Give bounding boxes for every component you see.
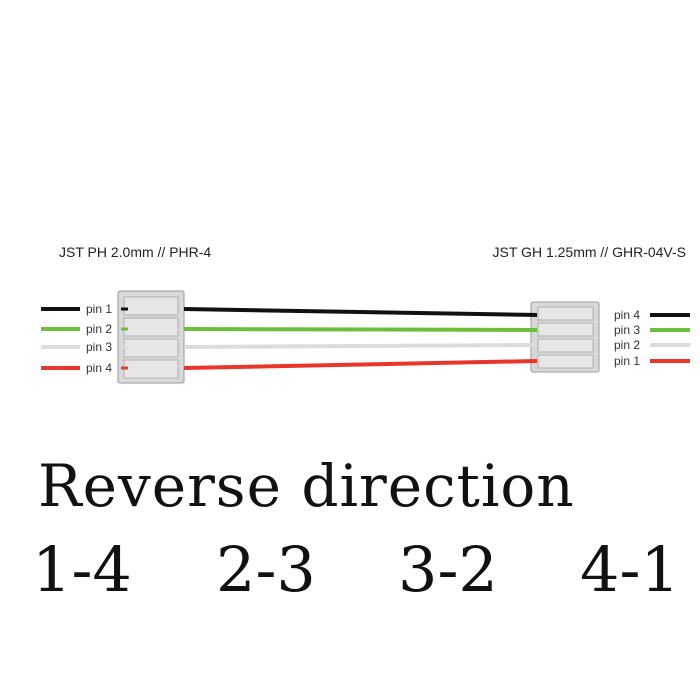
left-connector-housing bbox=[117, 290, 185, 384]
pin-mapping-1: 1-4 bbox=[32, 533, 132, 606]
wire-black bbox=[183, 307, 538, 317]
wire-green bbox=[183, 327, 538, 332]
left-label-pin-2: pin 2 bbox=[86, 322, 112, 336]
right-label-pin-3: pin 3 bbox=[614, 323, 640, 337]
wire-layer bbox=[41, 307, 690, 370]
right-connector-title: JST GH 1.25mm // GHR-04V-S bbox=[492, 244, 686, 260]
wire-red bbox=[183, 359, 538, 370]
pin-mapping-row: 1-4 2-3 3-2 4-1 bbox=[32, 533, 692, 613]
caption-reverse-direction: Reverse direction bbox=[38, 452, 575, 520]
left-label-pin-4: pin 4 bbox=[86, 361, 112, 375]
right-connector-housing bbox=[530, 301, 600, 373]
right-label-pin-4: pin 4 bbox=[614, 308, 640, 322]
wire-white bbox=[183, 343, 538, 349]
right-label-pin-2: pin 2 bbox=[614, 338, 640, 352]
pin-mapping-2: 2-3 bbox=[216, 533, 316, 606]
left-label-pin-1: pin 1 bbox=[86, 302, 112, 316]
left-connector-title: JST PH 2.0mm // PHR-4 bbox=[59, 244, 212, 260]
pin-mapping-4: 4-1 bbox=[580, 533, 680, 606]
left-label-pin-3: pin 3 bbox=[86, 340, 112, 354]
right-label-pin-1: pin 1 bbox=[614, 354, 640, 368]
pin-mapping-3: 3-2 bbox=[398, 533, 498, 606]
